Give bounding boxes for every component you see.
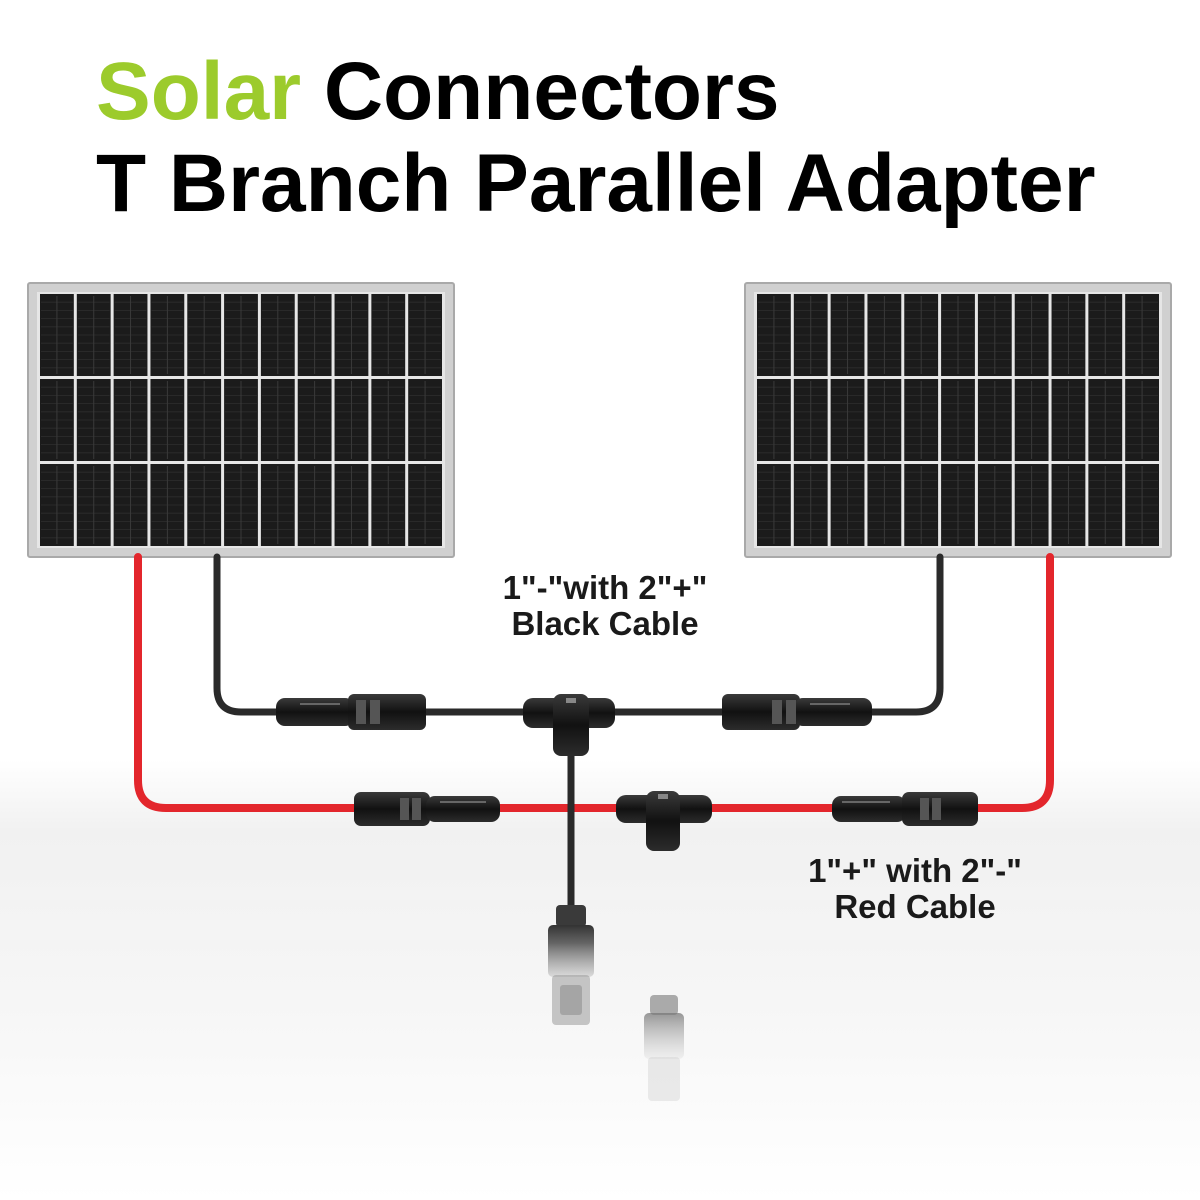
red-cable-right xyxy=(968,553,1054,812)
mc4-connector-black-right xyxy=(722,694,872,730)
mc4-connector-red-left xyxy=(354,792,500,826)
t-branch-black xyxy=(523,694,615,756)
page-title: Solar Connectors T Branch Parallel Adapt… xyxy=(96,48,1096,228)
callout-black-line1: 1"-"with 2"+" xyxy=(502,569,708,606)
black-cable-right xyxy=(866,553,944,716)
mc4-connector-black-left xyxy=(276,694,426,730)
black-cable-left xyxy=(213,553,280,716)
callout-red-cable: 1"+" with 2"-" Red Cable xyxy=(770,853,1060,925)
red-cable xyxy=(134,553,1054,1005)
title-accent-word: Solar xyxy=(96,46,302,137)
callout-red-line1: 1"+" with 2"-" xyxy=(808,852,1022,889)
solar-panel-left xyxy=(27,282,455,558)
callout-black-line2: Black Cable xyxy=(511,605,699,642)
mc4-connector-red-right xyxy=(832,792,978,826)
callout-black-cable: 1"-"with 2"+" Black Cable xyxy=(470,570,740,642)
output-plug-black xyxy=(548,905,594,1025)
black-cable xyxy=(213,553,944,910)
title-line-1: Solar Connectors xyxy=(96,48,1096,136)
solar-panel-right xyxy=(744,282,1172,558)
title-line-1-rest: Connectors xyxy=(301,46,780,137)
callout-red-line2: Red Cable xyxy=(834,888,996,925)
title-line-2: T Branch Parallel Adapter xyxy=(96,138,1096,229)
red-cable-left xyxy=(134,553,364,812)
output-plug-red xyxy=(644,995,684,1101)
t-branch-red xyxy=(616,791,712,851)
